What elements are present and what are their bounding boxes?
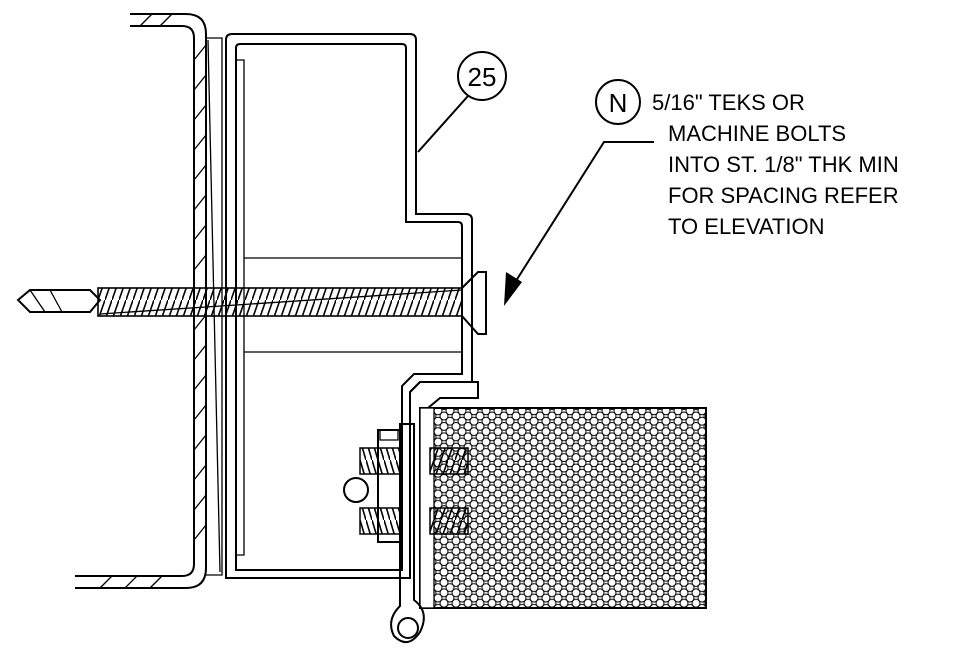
note-line-2: MACHINE BOLTS [668, 121, 846, 146]
anchor-clip [343, 423, 469, 643]
part-callout-25: 25 [417, 51, 507, 153]
note-line-4: FOR SPACING REFER [668, 183, 899, 208]
leader-arrowhead [504, 272, 522, 306]
note-line-3: INTO ST. 1/8" THK MIN [668, 152, 899, 177]
note-callout: N [504, 79, 654, 306]
part-callout-number: 25 [468, 62, 497, 92]
note-line-1: 5/16" TEKS OR [652, 90, 805, 115]
tube-wall-hatch [99, 13, 207, 589]
note-callout-marker: N [609, 88, 628, 118]
note-line-5: TO ELEVATION [668, 214, 824, 239]
note-text-block: 5/16" TEKS OR MACHINE BOLTS INTO ST. 1/8… [652, 90, 899, 239]
tek-screw [16, 271, 487, 335]
extrusion-profile [225, 33, 479, 579]
